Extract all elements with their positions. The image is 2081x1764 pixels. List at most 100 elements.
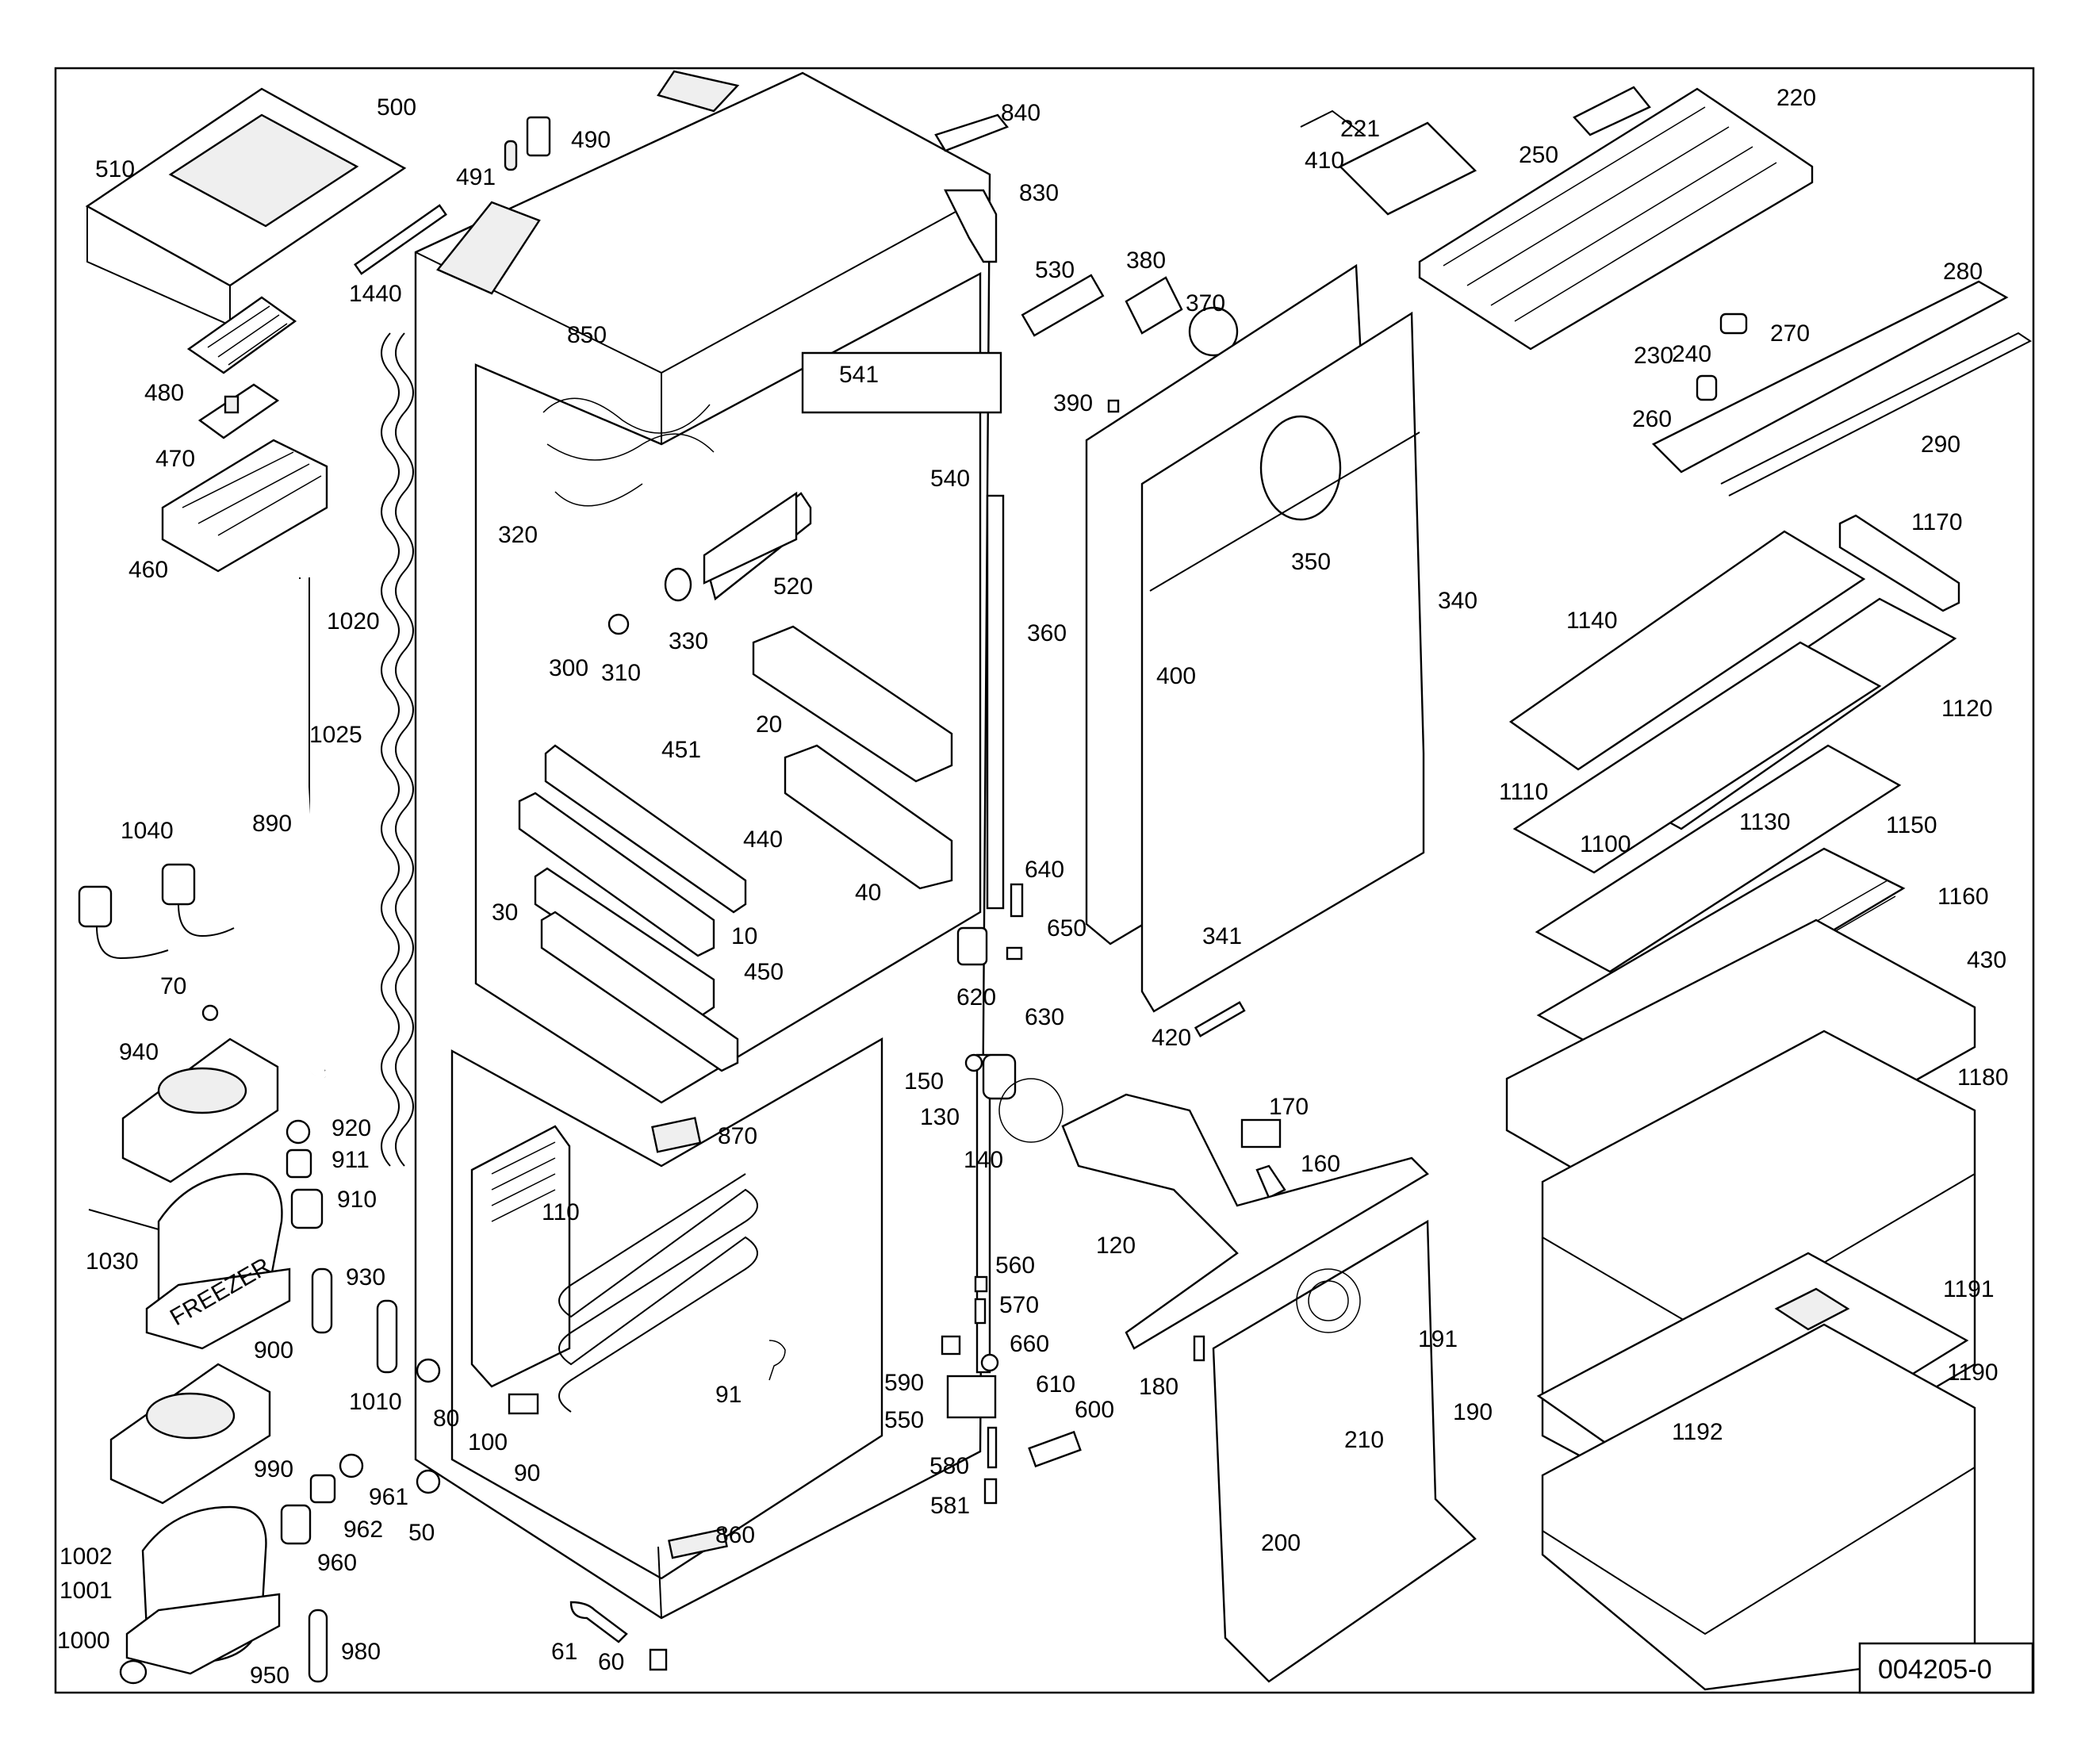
- part-number-label: 140: [964, 1147, 1003, 1173]
- part-number-label: 380: [1126, 247, 1166, 274]
- part-number-label: 1191: [1943, 1276, 1995, 1302]
- part-number-label: 220: [1776, 85, 1816, 111]
- part-number-label: 1025: [309, 722, 362, 748]
- part-number-label: 221: [1340, 116, 1380, 142]
- part-number-label: 1030: [86, 1248, 139, 1275]
- part-number-label: 940: [119, 1039, 159, 1065]
- part-number-label: 450: [744, 959, 784, 985]
- part-number-label: 200: [1261, 1530, 1301, 1556]
- part-number-label: 110: [542, 1199, 580, 1225]
- shelf-rails: [518, 351, 1002, 1072]
- part-number-label: 950: [250, 1662, 289, 1689]
- part-number-label: 500: [377, 94, 416, 121]
- compressor-900: FREEZER: [88, 1172, 291, 1350]
- evaporator-110: [470, 1125, 571, 1388]
- part-number-label: 290: [1921, 431, 1960, 458]
- part-number-label: 1110: [1499, 779, 1548, 805]
- part-number-label: 960: [317, 1550, 357, 1576]
- part-number-label: 30: [492, 899, 518, 926]
- part-number-label: 91: [715, 1382, 742, 1408]
- misc-small-parts: [416, 113, 1286, 1671]
- tube-890: [295, 579, 326, 1079]
- part-number-label: 850: [567, 322, 607, 348]
- part-number-label: 640: [1025, 857, 1064, 883]
- part-number-label: 520: [773, 573, 813, 600]
- part-number-label: 430: [1967, 947, 2006, 973]
- part-number-label: 620: [956, 984, 996, 1010]
- shelves-1100-1160: [1508, 530, 1957, 1060]
- part-number-label: 650: [1047, 915, 1086, 941]
- part-number-label: 100: [468, 1429, 508, 1455]
- part-number-label: 320: [498, 522, 538, 548]
- top-cover-500: [85, 87, 407, 327]
- strip-1440: [354, 204, 447, 275]
- part-460: [161, 439, 328, 573]
- part-480: [186, 296, 297, 374]
- part-number-label: 1180: [1957, 1064, 2009, 1091]
- part-number-label: 470: [155, 446, 195, 472]
- part-number-label: 60: [598, 1649, 624, 1675]
- part-number-label: 580: [929, 1453, 969, 1479]
- part-number-label: 1100: [1580, 831, 1631, 857]
- rear-panel-340: [1085, 263, 1425, 1013]
- part-number-label: 510: [95, 156, 135, 182]
- part-number-label: 550: [884, 1407, 924, 1433]
- part-70: [201, 1004, 219, 1022]
- part-number-label: 962: [343, 1517, 383, 1543]
- part-number-label: 180: [1139, 1374, 1178, 1400]
- power-cord-1040: [78, 863, 235, 960]
- part-number-label: 1040: [121, 818, 174, 844]
- part-number-label: 600: [1075, 1397, 1114, 1423]
- part-number-label: 1190: [1947, 1359, 1999, 1386]
- part-number-label: 170: [1269, 1094, 1309, 1120]
- part-number-label: 360: [1027, 620, 1067, 646]
- coil-90: [558, 1173, 758, 1413]
- part-number-label: 860: [715, 1522, 755, 1548]
- part-number-label: 210: [1344, 1427, 1384, 1453]
- part-number-label: 451: [661, 737, 701, 763]
- part-number-label: 160: [1301, 1151, 1340, 1177]
- part-number-label: 130: [920, 1104, 960, 1130]
- part-number-label: 870: [718, 1123, 757, 1149]
- part-number-label: 410: [1305, 148, 1344, 174]
- part-number-label: 20: [756, 711, 782, 738]
- part-number-label: 900: [254, 1337, 293, 1363]
- part-number-label: 1170: [1911, 509, 1963, 535]
- part-number-label: 120: [1096, 1233, 1136, 1259]
- fan-duct-120: [1061, 1093, 1429, 1350]
- part-number-label: 191: [1418, 1326, 1458, 1352]
- part-number-label: 310: [601, 660, 641, 686]
- lower-panel-190: [1212, 1219, 1477, 1683]
- part-number-label: 1440: [349, 281, 402, 307]
- part-number-label: 581: [930, 1493, 970, 1519]
- part-number-label: 61: [551, 1639, 577, 1665]
- part-number-label: 890: [252, 811, 292, 837]
- part-number-label: 490: [571, 127, 611, 153]
- part-number-label: 1001: [59, 1578, 113, 1604]
- part-number-label: 990: [254, 1456, 293, 1482]
- part-number-label: 530: [1035, 257, 1075, 283]
- part-number-label: 230: [1634, 343, 1673, 369]
- part-number-label: 270: [1770, 320, 1810, 347]
- part-number-label: 260: [1632, 406, 1672, 432]
- part-number-label: 830: [1019, 180, 1059, 206]
- part-number-label: 1000: [57, 1628, 110, 1654]
- part-number-label: 570: [999, 1292, 1039, 1318]
- part-470: [197, 383, 280, 439]
- part-number-label: 250: [1519, 142, 1558, 168]
- part-number-label: 240: [1672, 341, 1711, 367]
- part-number-label: 491: [456, 164, 496, 190]
- part-number-label: 50: [408, 1520, 435, 1546]
- drawing-code-box: [1858, 1642, 2034, 1694]
- part-number-label: 980: [341, 1639, 381, 1665]
- part-number-label: 40: [855, 880, 881, 906]
- part-number-label: 961: [369, 1484, 408, 1510]
- part-number-label: 1010: [349, 1389, 402, 1415]
- parts-960-961-980: [280, 1453, 441, 1683]
- part-number-label: 920: [332, 1115, 371, 1141]
- part-number-label: 1130: [1739, 809, 1791, 835]
- part-number-label: 840: [1001, 100, 1040, 126]
- part-number-label: 300: [549, 655, 588, 681]
- part-labels: 500 510 491 490 840 830 410 221 250 220 1440 530 380…: [57, 85, 2009, 1689]
